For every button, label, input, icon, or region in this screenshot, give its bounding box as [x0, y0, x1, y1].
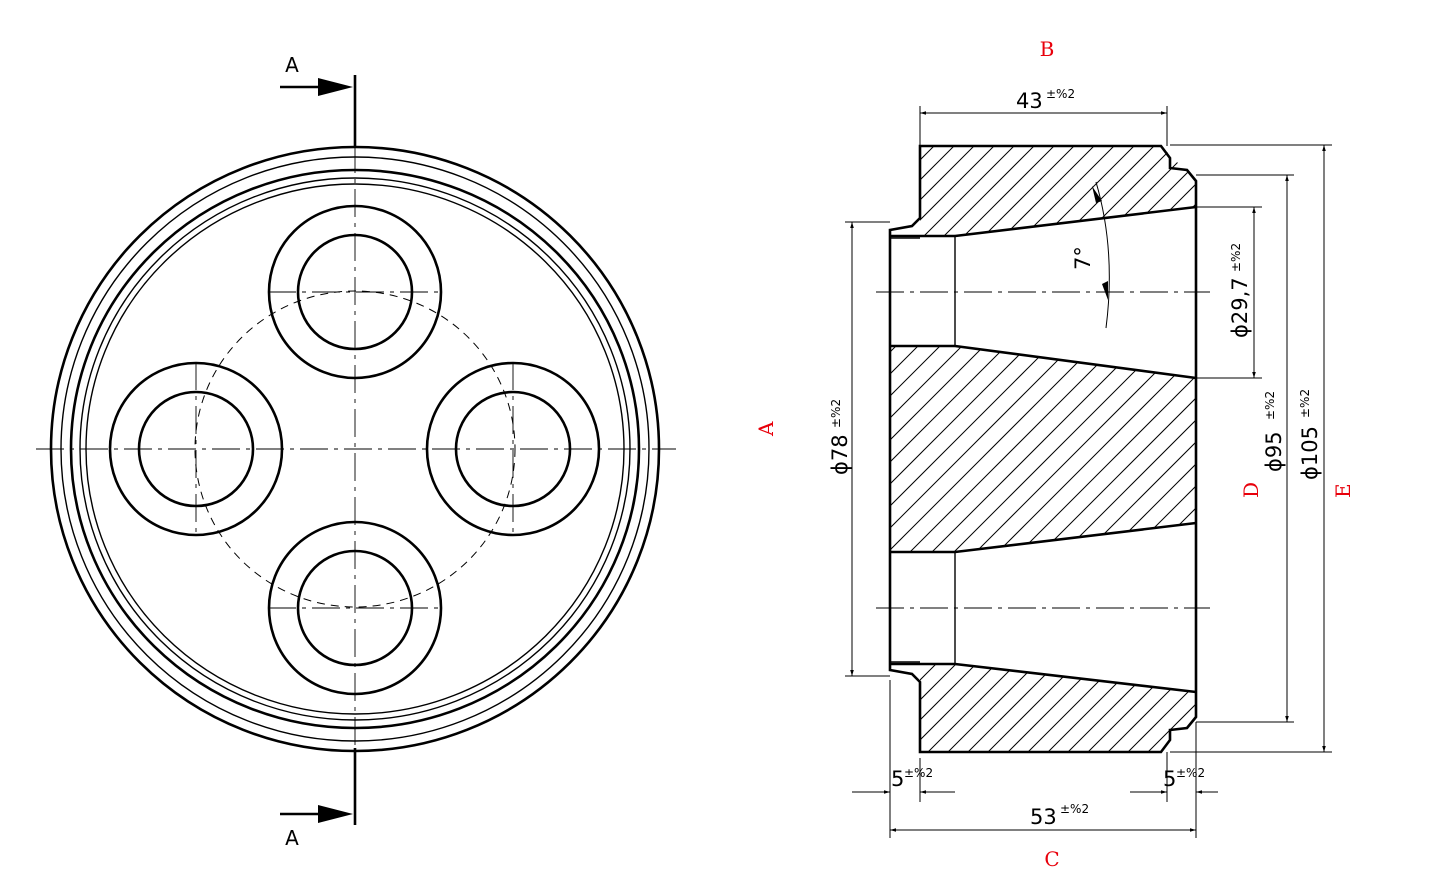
- angle-value: 7°: [1071, 246, 1095, 270]
- dim-5-left-value: 5: [891, 767, 904, 791]
- dim-78-tolerance: ±%2: [829, 399, 843, 428]
- hatch-line: [1055, 346, 1196, 552]
- hatch-line: [945, 346, 1167, 552]
- hatch-line: [1079, 146, 1181, 236]
- dim-29-7-value: ϕ29,7: [1228, 277, 1252, 338]
- hatch-line: [890, 346, 991, 552]
- hatch-line: [920, 146, 1021, 236]
- section-view: 43 ±%2 53 ±%2 5 ±%2 5 ±%2 7° ϕ29,7 ±%2: [754, 37, 1355, 871]
- hatch-line: [890, 346, 903, 552]
- hatch-line: [959, 664, 1061, 752]
- hatch-line: [989, 346, 1196, 552]
- hatch-line: [920, 664, 941, 752]
- hatch-line: [920, 146, 941, 236]
- hatch-line: [1159, 146, 1196, 236]
- hatch-line: [890, 346, 969, 552]
- hatch-line: [920, 664, 921, 752]
- hatch-line: [1059, 664, 1161, 752]
- taper-bottom-outer: [954, 662, 1197, 694]
- hatch-line: [1033, 346, 1196, 552]
- dim-29-7-tolerance: ±%2: [1229, 243, 1243, 272]
- hatch-line: [1200, 140, 1300, 240]
- hatch-line: [1019, 664, 1121, 752]
- hatch-line: [1119, 146, 1196, 236]
- label-A: A: [754, 421, 778, 437]
- dim-95-tolerance: ±%2: [1263, 391, 1277, 420]
- taper-bottom-inner: [954, 521, 1197, 554]
- hatch-line: [1099, 664, 1196, 752]
- hatch-line: [920, 146, 1001, 236]
- hatch-line: [1077, 346, 1196, 552]
- hatch-line: [890, 346, 1101, 552]
- section-mark-bottom: A: [285, 826, 299, 850]
- hatch-line: [1019, 146, 1121, 236]
- hatch-line: [939, 664, 1041, 752]
- taper-top-inner: [954, 344, 1197, 380]
- hatch-middle: [890, 346, 1196, 552]
- hatch-line: [901, 346, 1123, 552]
- hatch-line: [890, 346, 1013, 552]
- label-C: C: [1044, 847, 1059, 871]
- hatch-line: [800, 140, 900, 240]
- section-arrow-top: [280, 78, 353, 96]
- hatch-line: [979, 664, 1081, 752]
- hatch-line: [920, 664, 1001, 752]
- hatch-line: [1139, 146, 1196, 236]
- part-outline: [888, 144, 1198, 754]
- hatch-line: [923, 346, 1145, 552]
- hatch-line: [1200, 660, 1300, 760]
- dim-5-right-tolerance: ±%2: [1176, 766, 1205, 780]
- dim-78-value: ϕ78: [828, 434, 852, 475]
- dim-43-tolerance: ±%2: [1046, 87, 1075, 101]
- dim-43-value: 43: [1016, 89, 1043, 113]
- hatch-line: [979, 146, 1081, 236]
- hatch-line: [920, 664, 1021, 752]
- dim-5-left-tolerance: ±%2: [904, 766, 933, 780]
- dim-53-tolerance: ±%2: [1060, 802, 1089, 816]
- dim-53-value: 53: [1030, 805, 1057, 829]
- hatch-line: [1121, 346, 1196, 552]
- section-mark-top: A: [285, 53, 299, 77]
- label-B: B: [1040, 37, 1055, 61]
- hatch-line: [920, 664, 961, 752]
- hatch-line: [939, 146, 1041, 236]
- angle-arc: [1095, 181, 1110, 329]
- hatch-line: [800, 660, 900, 760]
- hatch-line: [920, 664, 981, 752]
- taper-top-outer: [954, 205, 1197, 238]
- hatch-line: [1099, 346, 1196, 552]
- label-E: E: [1331, 483, 1355, 498]
- label-D: D: [1239, 482, 1263, 498]
- dim-105-value: ϕ105: [1298, 426, 1322, 480]
- front-view: A A: [36, 53, 676, 850]
- hatch-line: [1159, 664, 1196, 752]
- dim-95-value: ϕ95: [1262, 431, 1286, 472]
- hatch-line: [890, 346, 1079, 552]
- hatch-line: [967, 346, 1189, 552]
- hatch-line: [1139, 664, 1196, 752]
- hatch-line: [890, 346, 1035, 552]
- hatch-line: [890, 346, 1057, 552]
- dim-5-right-value: 5: [1163, 767, 1176, 791]
- hatch-line: [1099, 146, 1196, 236]
- hatch-line: [890, 346, 947, 552]
- hatch-line: [920, 146, 981, 236]
- section-arrow-bottom: [280, 805, 353, 823]
- hatch-line: [999, 146, 1101, 236]
- hatch-line: [1059, 146, 1161, 236]
- dim-105-tolerance: ±%2: [1298, 389, 1312, 418]
- hatch-line: [959, 146, 1061, 236]
- hatch-line: [920, 146, 961, 236]
- hatch-line: [1143, 346, 1196, 552]
- hatch-line: [1119, 664, 1196, 752]
- hatch-line: [920, 146, 921, 236]
